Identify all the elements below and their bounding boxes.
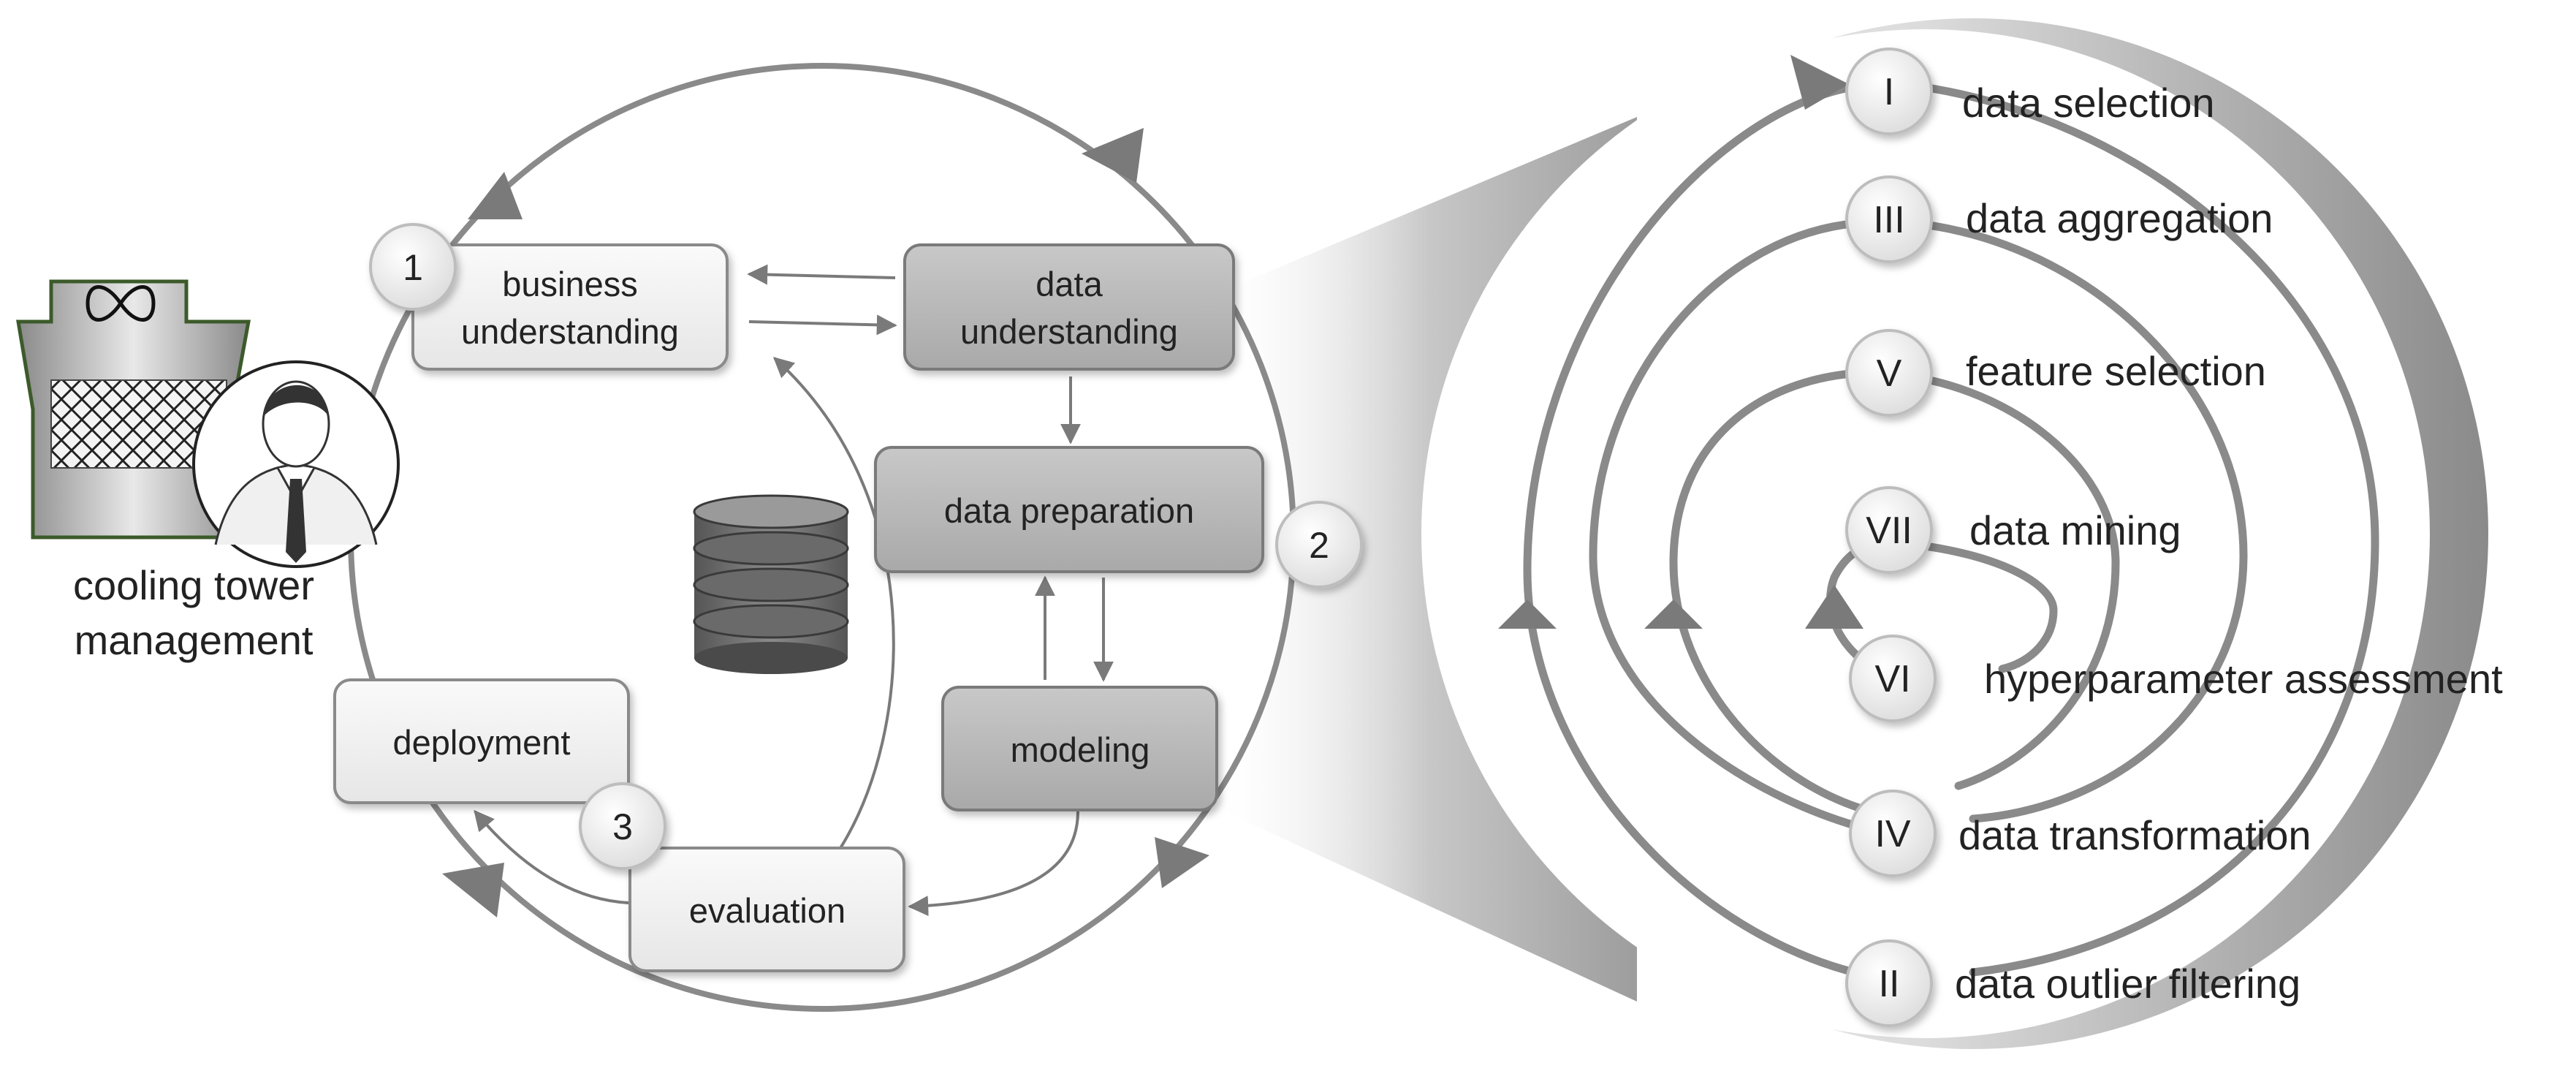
arrowhead-inner-left <box>1805 585 1863 629</box>
cycle-arrowhead-bottom-right <box>1155 837 1209 888</box>
numeral-badge <box>1845 329 1933 417</box>
actor-label-line2: management <box>75 617 314 663</box>
phase-label: data preparation <box>944 491 1194 530</box>
spiral-arrowheads <box>1498 55 1863 629</box>
fan-icon <box>86 285 156 322</box>
arrowhead-top <box>1790 55 1849 110</box>
actor-label-line1: cooling tower <box>73 562 314 608</box>
cycle-arrowhead-top-right <box>1082 128 1144 183</box>
step-label-hyperparameter-assessment: hyperparameter assessment <box>1984 656 2503 702</box>
numeral-badge <box>1845 48 1933 135</box>
phase-data-preparation: data preparation <box>874 446 1264 573</box>
step-vi: VI <box>1849 635 1937 722</box>
step-label-data-outlier-filtering: data outlier filtering <box>1955 961 2300 1007</box>
phase-deployment: deployment <box>333 678 630 804</box>
phase-label-line2: understanding <box>461 312 679 351</box>
arrow-evaluation-to-deployment <box>474 809 629 904</box>
phase-connectors <box>474 264 1114 917</box>
numeral-badge <box>1845 939 1933 1027</box>
step-label-data-selection: data selection <box>1962 80 2215 126</box>
arrowhead-outer-left <box>1498 599 1557 629</box>
arrow-business-to-data <box>748 314 897 336</box>
arrow-evaluation-to-business <box>772 357 895 849</box>
phase-data-understanding: data understanding <box>903 243 1235 371</box>
numeral-badge <box>1845 486 1933 574</box>
numeral: II <box>1879 963 1900 1005</box>
phase-evaluation: evaluation <box>628 847 905 972</box>
step-iv: IV <box>1849 790 1937 877</box>
numeral: VII <box>1866 510 1912 552</box>
arrowhead-middle-left <box>1644 599 1703 629</box>
badge-number: 3 <box>612 806 633 847</box>
step-ii: II <box>1845 939 1933 1027</box>
preparation-spiral <box>1523 80 2379 984</box>
step-i: I <box>1845 48 1933 135</box>
arrow-data-to-business <box>747 264 896 285</box>
numeral: VI <box>1874 658 1910 700</box>
badge-1: 1 <box>369 223 457 311</box>
step-vii: VII <box>1845 486 1933 574</box>
phase-label-line1: business <box>502 265 638 303</box>
step-label-feature-selection: feature selection <box>1966 348 2266 394</box>
badge-3: 3 <box>579 782 666 870</box>
numeral: IV <box>1874 813 1910 855</box>
numeral-badge <box>1849 635 1937 722</box>
numeral: I <box>1884 71 1894 113</box>
numeral-badge <box>1845 175 1933 263</box>
numeral-badge <box>1849 790 1937 877</box>
zoom-circle <box>1421 18 2488 1049</box>
step-label-data-transformation: data transformation <box>1958 812 2311 858</box>
phase-label: modeling <box>1011 730 1150 769</box>
phase-label-line2: understanding <box>960 312 1178 351</box>
step-iii: III <box>1845 175 1933 263</box>
cycle-arrowhead-top-left <box>468 172 523 219</box>
step-label-data-mining: data mining <box>1969 507 2181 553</box>
phase-business-understanding: business understanding <box>411 243 729 371</box>
numeral: III <box>1873 199 1904 241</box>
phase-modeling: modeling <box>941 686 1218 811</box>
arrow-modeling-to-evaluation <box>908 811 1079 917</box>
person-icon <box>192 360 400 568</box>
database-icon <box>693 494 849 674</box>
phase-label: evaluation <box>689 891 846 930</box>
cooling-tower-icon <box>16 279 251 540</box>
cycle-arrowhead-bottom-left <box>442 863 504 917</box>
phase-label-line1: data <box>1036 265 1103 303</box>
badge-number: 2 <box>1309 525 1329 566</box>
step-v: V <box>1845 329 1933 417</box>
badge-number: 1 <box>403 247 423 288</box>
badge-2: 2 <box>1275 501 1363 589</box>
phase-label: deployment <box>393 723 571 762</box>
step-label-data-aggregation: data aggregation <box>1966 195 2273 241</box>
numeral: V <box>1877 352 1902 395</box>
